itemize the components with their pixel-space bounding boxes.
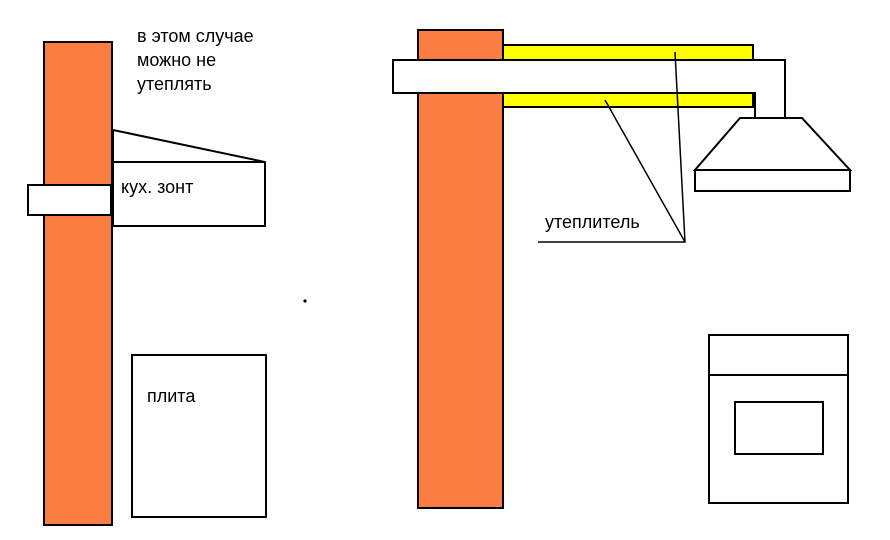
left-scene: в этом случае можно не утеплять кух. зон… — [27, 26, 307, 526]
right-chimney — [417, 29, 504, 509]
note-line-3: утеплять — [137, 74, 212, 94]
right-oven-window — [734, 401, 824, 455]
left-stove — [131, 354, 267, 518]
stray-dot — [303, 299, 307, 303]
right-hood-base — [694, 169, 851, 192]
insulation-leader-lower — [604, 99, 686, 243]
insulation-label: утеплитель — [545, 212, 640, 232]
right-hood-body — [692, 117, 853, 171]
stove-label: плита — [147, 386, 196, 406]
note-line-2: можно не — [137, 50, 216, 70]
left-duct — [27, 184, 112, 216]
insulation-bottom — [502, 92, 754, 108]
left-hood — [112, 128, 266, 227]
left-chimney — [43, 41, 113, 526]
insulation-top — [502, 44, 754, 61]
hood-label: кух. зонт — [121, 177, 193, 197]
right-scene: утеплитель — [392, 29, 853, 509]
note-line-1: в этом случае — [137, 26, 254, 46]
